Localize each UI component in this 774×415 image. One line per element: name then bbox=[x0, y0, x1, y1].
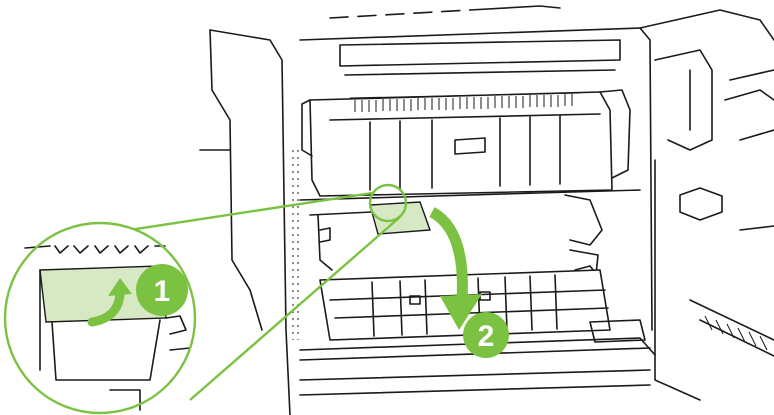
top-cover-edge-right bbox=[470, 6, 560, 10]
door-hinge-side bbox=[655, 160, 700, 400]
door-paper-guide-2 bbox=[700, 320, 774, 356]
step-badge-2: 2 bbox=[463, 312, 509, 358]
top-cover-edge bbox=[330, 10, 470, 18]
door-top bbox=[640, 10, 774, 40]
printer-left-outer-edge bbox=[210, 30, 262, 330]
upper-rail bbox=[340, 40, 620, 66]
door-roller bbox=[680, 188, 722, 220]
step-badge-1: 1 bbox=[136, 264, 188, 316]
left-bracket-detail bbox=[320, 228, 330, 242]
printer-left-side-panel bbox=[210, 30, 290, 415]
door-rib bbox=[740, 130, 774, 140]
step-badge-2-number: 2 bbox=[478, 320, 495, 353]
door-panel-line bbox=[730, 70, 774, 80]
door-rib-2 bbox=[740, 226, 774, 230]
right-bracket bbox=[565, 195, 602, 245]
door-latch-housing bbox=[655, 50, 712, 150]
mid-frame-line-2 bbox=[310, 212, 372, 215]
door-panel-line-2 bbox=[725, 90, 774, 100]
upper-rail-line bbox=[345, 70, 615, 75]
tray-edge-3 bbox=[300, 370, 650, 380]
step-badge-1-number: 1 bbox=[154, 275, 171, 308]
tray-edge-4 bbox=[300, 385, 650, 395]
